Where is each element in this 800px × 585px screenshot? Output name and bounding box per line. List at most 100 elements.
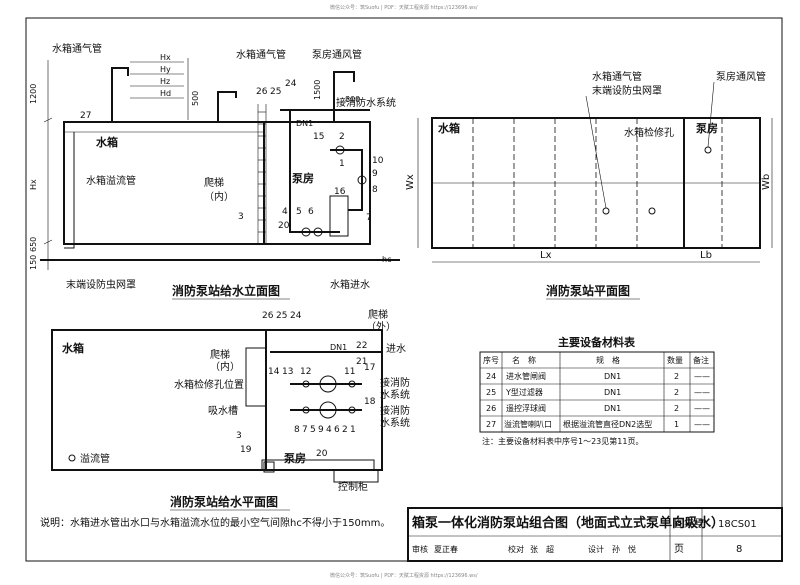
sp-suction-label: 吸水槽 xyxy=(208,404,238,417)
sheet-border xyxy=(25,17,783,562)
gauge-icon xyxy=(357,175,367,185)
cell-3-1: 溢流管喇叭口 xyxy=(504,419,552,429)
footer-note: 说明：水箱进水管出水口与水箱溢流水位的最小空气间隙hc不得小于150mm。 xyxy=(40,516,390,529)
tank-vent-pipe-2 xyxy=(217,91,237,122)
dim-hx: Hx xyxy=(29,179,38,190)
sp-tag-1: 1 xyxy=(350,425,356,435)
dim-650: 650 xyxy=(29,237,38,252)
sig-design: 设计 xyxy=(588,544,604,554)
cell-0-1: 进水管闸阀 xyxy=(506,371,546,381)
sig-review-name: 夏正春 xyxy=(434,544,458,554)
sig-check-name: 张 超 xyxy=(530,544,554,554)
sp-cabinet-label: 控制柜 xyxy=(338,480,368,493)
th-qty: 数量 xyxy=(667,355,683,365)
level-hz-label: Hz xyxy=(160,77,170,86)
sp-tag-9: 9 xyxy=(318,425,324,435)
sp-tag-25: 25 xyxy=(276,311,287,321)
sp-tag-19: 19 xyxy=(240,445,252,455)
page-label: 页 xyxy=(674,543,684,555)
dim-500: 500 xyxy=(191,91,200,106)
tag-20: 20 xyxy=(278,221,290,231)
watermark-top: 微信公众号：筑Suofu | PDF：天赋工程资源 https://123696… xyxy=(330,4,478,11)
sp-tag-13: 13 xyxy=(282,367,293,377)
sp-ladder-out-label: 爬梯 xyxy=(368,308,388,321)
elev-pump-vent-label: 泵房通风管 xyxy=(312,48,362,61)
elev-ladder-label: 爬梯 xyxy=(204,176,224,189)
sp-tag-7: 7 xyxy=(302,425,308,435)
elev-to-fire-label: 接消防水系统 xyxy=(336,96,396,109)
station-plan-view: Lx Lb Wx Wb 水箱通气管 末端设防虫网罩 泵房通风管 水箱 水箱检修孔… xyxy=(405,70,773,300)
sp-pump-room-label: 泵房 xyxy=(284,451,306,465)
elev-end-screen-label: 末端设防虫网罩 xyxy=(66,278,136,291)
sig-check: 校对 xyxy=(508,544,524,554)
sp-fire2-label: 接消防 xyxy=(380,404,410,417)
sp-tag-26: 26 xyxy=(262,311,274,321)
level-hy-label: Hy xyxy=(160,65,171,74)
plan-pump-vent-label: 泵房通风管 xyxy=(716,70,766,83)
dim-tick xyxy=(43,239,53,245)
tag-27: 27 xyxy=(80,111,91,121)
cell-3-4: —— xyxy=(694,420,710,429)
tag-16: 16 xyxy=(334,187,346,197)
supply-plan-outline xyxy=(51,329,383,471)
sig-review: 审核 xyxy=(412,544,428,554)
sp-inlet-label: 进水 xyxy=(386,343,406,355)
elev-dn1-label: DN1 xyxy=(296,119,313,128)
sp-tag-5: 5 xyxy=(310,425,316,435)
valve-icon xyxy=(335,145,345,155)
pump-room-elevation xyxy=(263,121,371,245)
valve-icon xyxy=(301,227,311,237)
valve-icon xyxy=(348,380,356,388)
sp-tag-8: 8 xyxy=(294,425,300,435)
page-no: 8 xyxy=(736,544,742,555)
discharge-pipe xyxy=(330,149,363,211)
plan-lb-label: Lb xyxy=(700,250,712,261)
supply-plan-title: 消防泵站给水平面图 xyxy=(170,494,278,509)
th-no: 序号 xyxy=(483,355,499,365)
table-frame xyxy=(479,351,715,433)
pump-vent-pipe xyxy=(333,71,355,122)
sp-tag-18: 18 xyxy=(364,397,376,407)
cell-3-2: 根据溢流管直径DN2选型 xyxy=(563,419,652,429)
cell-1-4: —— xyxy=(694,388,710,397)
sp-ladder-label: 爬梯 xyxy=(210,348,230,361)
sp-tag-3: 3 xyxy=(236,431,242,441)
plan-end-screen-label: 末端设防虫网罩 xyxy=(592,84,662,97)
cell-0-2: DN1 xyxy=(604,372,621,381)
level-hd-label: Hd xyxy=(160,89,171,98)
footer: 说明：水箱进水管出水口与水箱溢流水位的最小空气间隙hc不得小于150mm。 箱泵… xyxy=(40,507,783,562)
plan-tank-label: 水箱 xyxy=(438,121,460,135)
elev-tank-vent2-label: 水箱通气管 xyxy=(236,48,286,61)
sp-tag-17: 17 xyxy=(364,363,375,373)
elev-tank-label: 水箱 xyxy=(96,135,118,149)
leader-line xyxy=(585,95,607,209)
sp-ladder-out-sub: （外） xyxy=(366,321,396,333)
cell-0-3: 2 xyxy=(674,372,679,381)
tag-9: 9 xyxy=(372,169,378,179)
elev-pump-room-label: 泵房 xyxy=(292,171,314,185)
cell-1-0: 25 xyxy=(486,388,496,397)
sp-dn1-label: DN1 xyxy=(330,343,347,352)
elev-tank-vent-label: 水箱通气管 xyxy=(52,42,102,55)
sp-tag-14: 14 xyxy=(268,367,280,377)
tag-7: 7 xyxy=(366,213,372,223)
sp-tag-24: 24 xyxy=(290,311,302,321)
atlas-no: 18CS01 xyxy=(718,519,757,530)
overflow-pipe xyxy=(64,132,75,249)
suction-pipe xyxy=(289,110,340,233)
dim-150-650: 150 xyxy=(29,255,38,270)
tag-6: 6 xyxy=(308,207,314,217)
sp-tag-2: 2 xyxy=(342,425,348,435)
control-cabinet-box xyxy=(333,469,379,483)
cell-0-4: —— xyxy=(694,372,710,381)
atlas-label: 图集号 xyxy=(674,517,704,530)
th-remark: 备注 xyxy=(693,355,709,365)
watermark-bottom: 微信公众号：筑Suofu | PDF：天赋工程资源 https://123696… xyxy=(330,572,478,579)
sp-tag-20: 20 xyxy=(316,449,328,459)
cell-1-2: DN1 xyxy=(604,388,621,397)
sp-fire1b-label: 水系统 xyxy=(380,388,410,401)
plan-lx-label: Lx xyxy=(540,250,552,261)
dim-tick xyxy=(43,117,53,123)
